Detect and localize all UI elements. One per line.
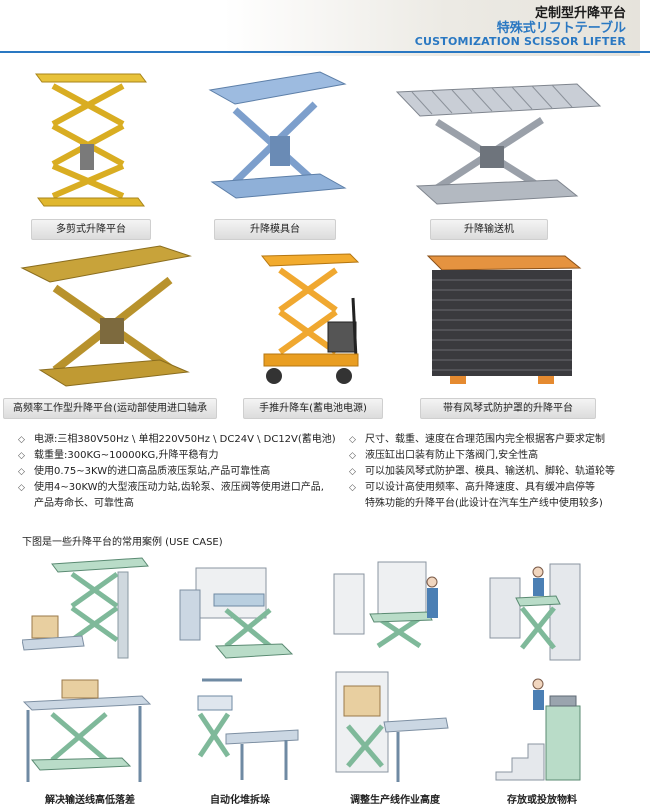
usecase-caption: 调整生产线作业高度 xyxy=(350,795,440,806)
product-caption: 带有风琴式防护罩的升降平台 xyxy=(420,398,596,419)
diamond-bullet-icon: ◇ xyxy=(349,451,356,461)
usecase-caption: 存放或投放物料 xyxy=(507,795,577,806)
page-title-en: CUSTOMIZATION SCISSOR LIFTER xyxy=(414,35,626,48)
feature-item-continuation: 特殊功能的升降平台(此设计在汽车生产线中使用较多) xyxy=(365,498,603,509)
usecase-illustration-material-storage xyxy=(486,560,586,664)
diamond-bullet-icon: ◇ xyxy=(18,451,25,461)
usecase-illustration-auto-stacking xyxy=(172,560,302,664)
diamond-bullet-icon: ◇ xyxy=(18,435,25,445)
feature-item: ◇电源:三相380V50Hz \ 单相220V50Hz \ DC24V \ DC… xyxy=(18,432,353,448)
page-title-jp: 特殊式リフトテーブル xyxy=(496,21,626,36)
diamond-bullet-icon: ◇ xyxy=(349,467,356,477)
product-image-multi-scissor xyxy=(28,64,148,214)
feature-item: ◇载重量:300KG~10000KG,升降平稳有力 xyxy=(18,448,353,464)
page-title: 定制型升降平台 xyxy=(534,6,626,21)
usecase-illustration-conveyor-drop xyxy=(21,556,150,666)
product-caption: 升降输送机 xyxy=(430,219,548,240)
features-left: ◇电源:三相380V50Hz \ 单相220V50Hz \ DC24V \ DC… xyxy=(18,432,353,512)
header-band xyxy=(0,0,640,56)
feature-item: ◇可以设计高使用频率、高升降速度、具有缓冲启停等 xyxy=(349,480,644,496)
product-caption: 手推升降车(蓄电池电源) xyxy=(243,398,383,419)
usecase-caption: 解决输送线高低落差 xyxy=(45,795,135,806)
usecase-illustration-work-height-2 xyxy=(328,666,450,786)
product-image-hand-push-cart xyxy=(258,248,363,390)
product-caption: 高频率工作型升降平台(运动部使用进口轴承 xyxy=(3,398,217,419)
usecase-caption: 自动化堆拆垛 xyxy=(210,795,270,806)
product-caption: 升降模具台 xyxy=(214,219,336,240)
usecase-illustration-auto-stacking-2 xyxy=(182,676,300,784)
usecase-title: 下图是一些升降平台的常用案例 (USE CASE) xyxy=(22,537,223,548)
product-image-high-frequency-lift xyxy=(20,240,192,390)
product-image-mold-lift-table xyxy=(200,64,350,214)
usecase-illustration-work-height xyxy=(328,556,448,662)
diamond-bullet-icon: ◇ xyxy=(349,435,356,445)
features-right: ◇尺寸、载重、速度在合理范围内完全根据客户要求定制 ◇液压缸出口装有防止下落阀门… xyxy=(349,432,644,512)
diamond-bullet-icon: ◇ xyxy=(18,483,25,493)
usecase-illustration-conveyor-drop-2 xyxy=(22,674,152,786)
page-header: 定制型升降平台 特殊式リフトテーブル CUSTOMIZATION SCISSOR… xyxy=(0,0,650,56)
product-caption: 多剪式升降平台 xyxy=(31,219,151,240)
diamond-bullet-icon: ◇ xyxy=(349,483,356,493)
diamond-bullet-icon: ◇ xyxy=(18,467,25,477)
header-rule xyxy=(0,51,650,53)
usecase-illustration-material-storage-2 xyxy=(494,676,590,784)
feature-item: ◇液压缸出口装有防止下落阀门,安全性高 xyxy=(349,448,644,464)
feature-item-continuation: 产品寿命长、可靠性高 xyxy=(34,498,134,509)
feature-item: ◇可以加装风琴式防护罩、模具、输送机、脚轮、轨道轮等 xyxy=(349,464,644,480)
feature-item: ◇使用0.75~3KW的进口高品质液压泵站,产品可靠性高 xyxy=(18,464,353,480)
product-image-bellows-lift xyxy=(420,250,585,390)
product-image-lift-conveyor xyxy=(392,80,602,210)
feature-item: ◇使用4~30KW的大型液压动力站,齿轮泵、液压阀等使用进口产品, xyxy=(18,480,353,496)
feature-item: ◇尺寸、载重、速度在合理范围内完全根据客户要求定制 xyxy=(349,432,644,448)
